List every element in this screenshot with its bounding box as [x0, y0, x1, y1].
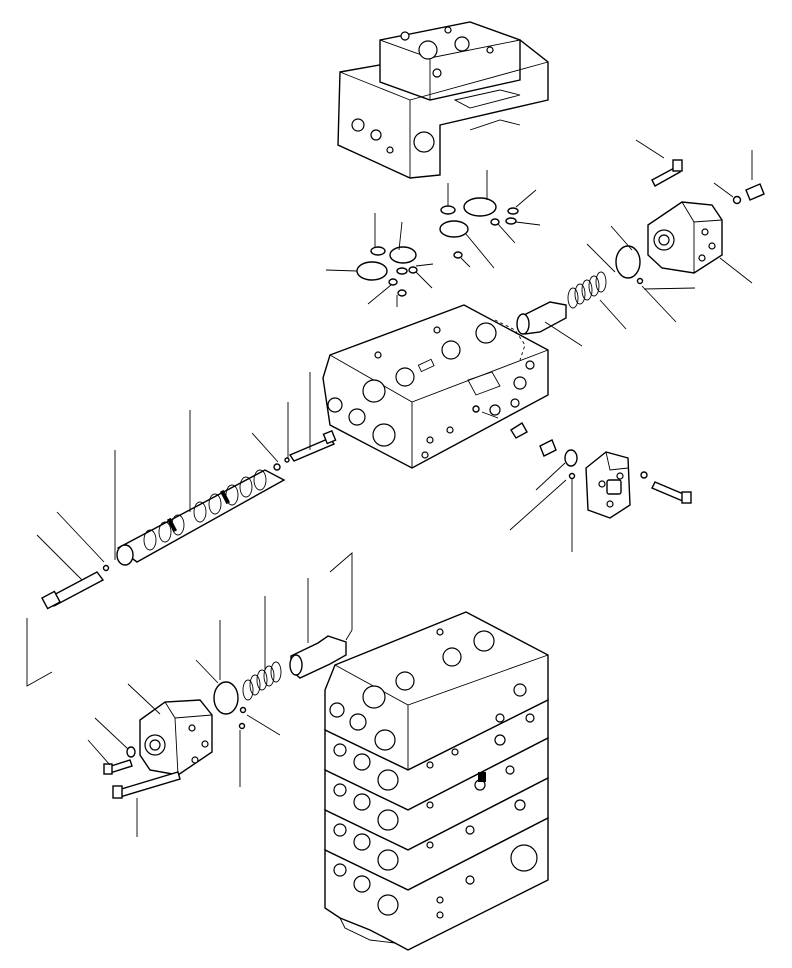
upper-piston-group — [516, 225, 696, 347]
spool-leader-lines — [56, 372, 311, 563]
lower-end-cover — [87, 683, 213, 837]
o-ring-group-lower — [325, 213, 434, 307]
o-ring-group-upper — [439, 170, 541, 269]
top-cover-block — [337, 21, 549, 179]
spool-end-stopper — [26, 534, 110, 687]
lower-piston-group — [195, 552, 353, 787]
stacked-valve-assembly — [324, 611, 549, 951]
spool-assembly — [116, 429, 337, 566]
valve-section-block — [322, 304, 549, 469]
upper-end-cover — [635, 139, 765, 284]
check-valve-cover — [472, 405, 692, 552]
